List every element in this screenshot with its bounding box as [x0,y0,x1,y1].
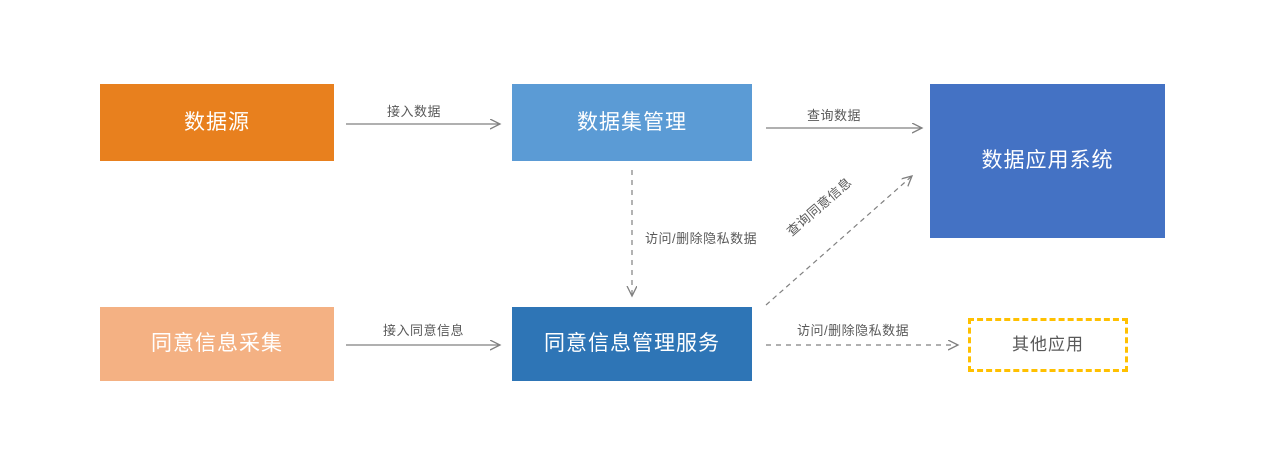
node-consent-collection-label: 同意信息采集 [151,332,283,356]
node-dataset-management-label: 数据集管理 [577,110,687,134]
edge-label-ingest-data: 接入数据 [387,104,442,119]
edge-label-query-consent: 查询同意信息 [783,174,855,239]
node-other-applications-label: 其他应用 [1012,334,1084,354]
edge-label-query-data: 查询数据 [807,108,862,123]
edge-label-access-delete-private-data-top: 访问/删除隐私数据 [645,231,758,246]
node-data-application-system-label: 数据应用系统 [981,149,1114,173]
node-consent-management-service[interactable]: 同意信息管理服务 [512,307,752,381]
node-consent-collection[interactable]: 同意信息采集 [100,307,334,381]
node-datasource-label: 数据源 [184,110,250,134]
edge-label-access-delete-private-data-bottom: 访问/删除隐私数据 [797,323,910,338]
node-consent-management-service-label: 同意信息管理服务 [544,332,720,356]
node-dataset-management[interactable]: 数据集管理 [512,84,752,161]
edge-label-ingest-consent: 接入同意信息 [383,323,465,338]
node-other-applications[interactable]: 其他应用 [968,318,1128,372]
node-data-application-system[interactable]: 数据应用系统 [930,84,1165,238]
node-datasource[interactable]: 数据源 [100,84,334,161]
